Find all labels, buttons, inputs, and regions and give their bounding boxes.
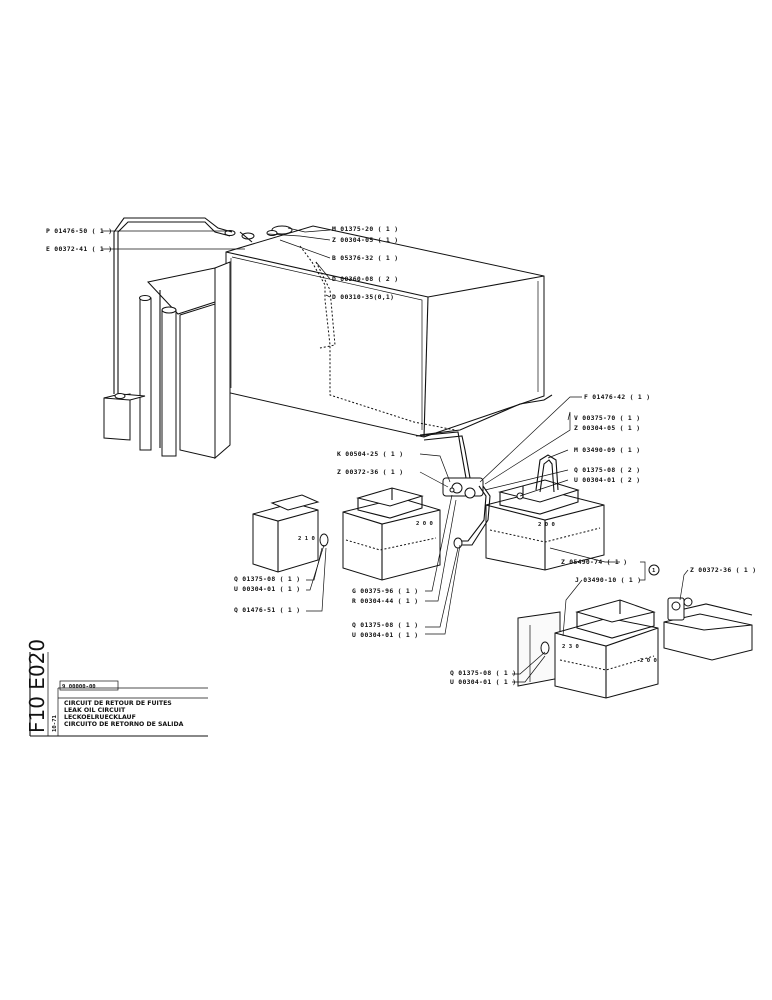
callout-q01375-08-2: Q 01375-08 ( 2 ) bbox=[574, 466, 640, 474]
callout-u00304-01-mid: U 00304-01 ( 1 ) bbox=[352, 631, 418, 639]
figure-code: F10 E020 bbox=[25, 639, 49, 733]
left-support-frame bbox=[103, 217, 233, 460]
callout-p01476-50: P 01476-50 ( 1 ) bbox=[46, 227, 112, 235]
callout-b05376-32: B 05376-32 ( 1 ) bbox=[332, 254, 398, 262]
callout-f01476-42: F 01476-42 ( 1 ) bbox=[584, 393, 650, 401]
callout-q01375-08-bottom: Q 01375-08 ( 1 ) bbox=[450, 669, 516, 677]
callout-q01476-51: Q 01476-51 ( 1 ) bbox=[234, 606, 300, 614]
callout-d00310-35: D 00310-35(0,1) bbox=[332, 293, 394, 301]
callout-q01375-08-mid: Q 01375-08 ( 1 ) bbox=[352, 621, 418, 629]
svg-text:2 3 0: 2 3 0 bbox=[562, 644, 579, 650]
callout-u00304-01-left: U 00304-01 ( 1 ) bbox=[234, 585, 300, 593]
title-de: LECKOELRUECKLAUF bbox=[64, 714, 136, 721]
svg-text:2 0 0: 2 0 0 bbox=[538, 522, 555, 528]
callout-v00375-70: V 00375-70 ( 1 ) bbox=[574, 414, 640, 422]
return-pipe-to-manifold bbox=[415, 394, 553, 479]
callout-q01375-08-left: Q 01375-08 ( 1 ) bbox=[234, 575, 300, 583]
callout-z00304-05-top: Z 00304-05 ( 1 ) bbox=[332, 236, 398, 244]
svg-text:2 0 0: 2 0 0 bbox=[416, 521, 433, 527]
title-es: CIRCUITO DE RETORNO DE SALIDA bbox=[64, 721, 184, 728]
callout-z00372-36-right: Z 00372-36 ( 1 ) bbox=[690, 566, 756, 574]
title-block: 9 00000-00 F10 E020 10-71 CIRCUIT DE RET… bbox=[25, 639, 208, 737]
callout-e00372-41: E 00372-41 ( 1 ) bbox=[46, 245, 112, 253]
detail-view: 2 0 0 2 3 0 bbox=[517, 597, 753, 699]
callout-labels: P 01476-50 ( 1 ) E 00372-41 ( 1 ) M 0137… bbox=[46, 225, 756, 686]
figure-ref-box: 9 00000-00 bbox=[62, 684, 96, 690]
manifold-block-left: 2 1 0 bbox=[252, 494, 329, 573]
svg-text:2 1 0: 2 1 0 bbox=[298, 536, 315, 542]
callout-g00375-96: G 00375-96 ( 1 ) bbox=[352, 587, 418, 595]
callout-z00372-36-mid: Z 00372-36 ( 1 ) bbox=[337, 468, 403, 476]
callout-k00504-25: K 00504-25 ( 1 ) bbox=[337, 450, 403, 458]
title-fr: CIRCUIT DE RETOUR DE FUITES bbox=[64, 700, 172, 707]
center-fittings bbox=[442, 454, 559, 549]
leader-lines bbox=[102, 227, 689, 683]
callout-j03490-10: J 03490-10 ( 1 ) bbox=[575, 576, 641, 584]
detail-marker-number: 1 bbox=[652, 568, 656, 574]
callout-r00304-44: R 00304-44 ( 1 ) bbox=[352, 597, 418, 605]
callout-z00304-05-right: Z 00304-05 ( 1 ) bbox=[574, 424, 640, 432]
callout-z05490-74: Z 05490-74 ( 1 ) bbox=[561, 558, 627, 566]
callout-d00360-08: D 00360-08 ( 2 ) bbox=[332, 275, 398, 283]
callout-m03490-09: M 03490-09 ( 1 ) bbox=[574, 446, 640, 454]
detail-marker: 1 bbox=[648, 564, 660, 576]
callout-m01375-20: M 01375-20 ( 1 ) bbox=[332, 225, 398, 233]
manifold-block-right: 2 0 0 bbox=[485, 479, 605, 571]
title-en: LEAK OIL CIRCUIT bbox=[64, 707, 126, 714]
manifold-block-center: 2 0 0 bbox=[342, 487, 441, 581]
internal-return-pipe bbox=[299, 245, 456, 431]
hydraulic-tank bbox=[224, 225, 545, 438]
callout-u00304-01-2: U 00304-01 ( 2 ) bbox=[574, 476, 640, 484]
callout-u00304-01-bottom: U 00304-01 ( 1 ) bbox=[450, 678, 516, 686]
svg-text:2 0 0: 2 0 0 bbox=[640, 658, 657, 664]
figure-date: 10-71 bbox=[52, 715, 58, 732]
